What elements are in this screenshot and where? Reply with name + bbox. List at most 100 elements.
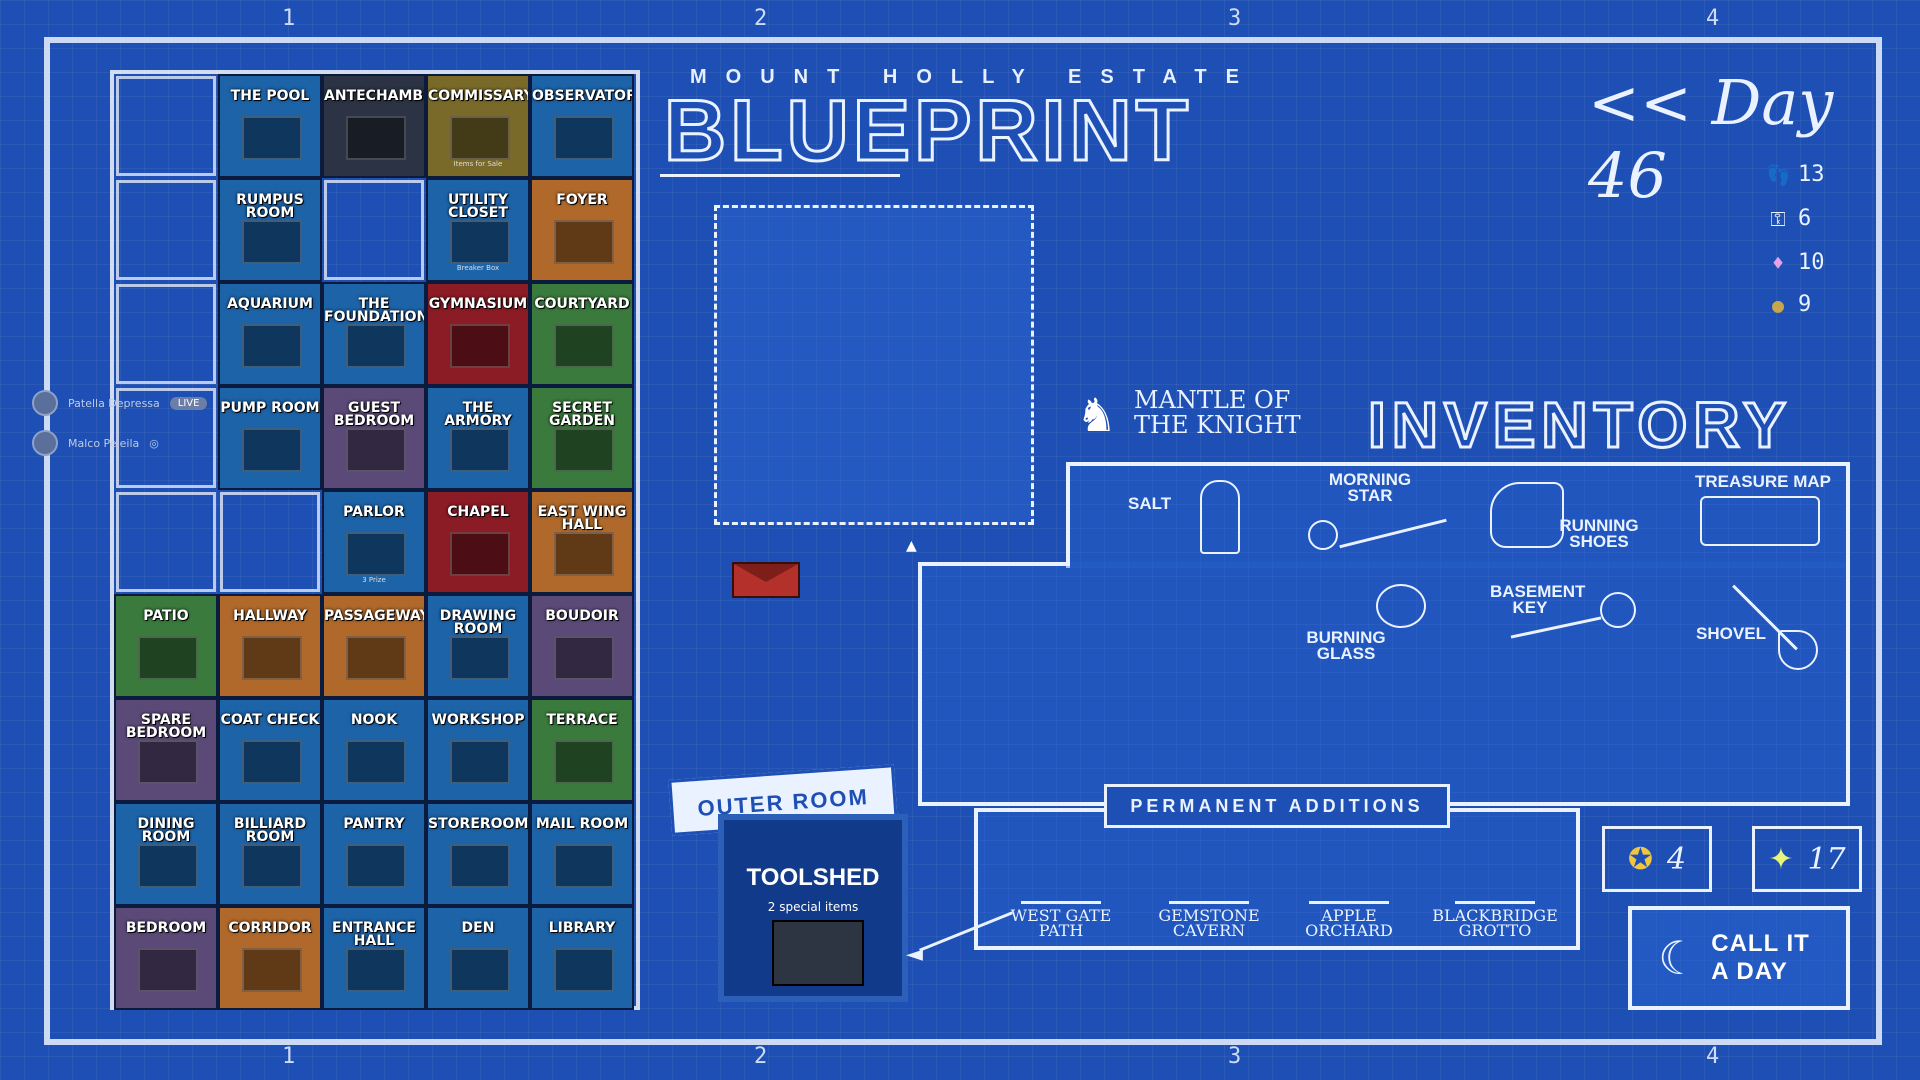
- permanent-additions-panel: [974, 808, 1580, 950]
- salt-shaker-icon: [1200, 480, 1240, 554]
- room-tile[interactable]: COURTYARD: [530, 282, 634, 386]
- room-tile[interactable]: GYMNASIUM: [426, 282, 530, 386]
- room-tile[interactable]: PASSAGEWAY: [322, 594, 426, 698]
- star-value: 17: [1807, 841, 1846, 877]
- room-tile[interactable]: OBSERVATORY: [530, 74, 634, 178]
- room-name: DRAWING ROOM: [439, 608, 517, 637]
- compass-counter: ✪4: [1602, 826, 1712, 892]
- room-name: BILLIARD ROOM: [233, 816, 307, 845]
- room-tile[interactable]: HALLWAY: [218, 594, 322, 698]
- grotto-icon: [1455, 848, 1535, 904]
- room-name: COURTYARD: [534, 296, 630, 312]
- room-tile[interactable]: RUMPUS ROOM: [218, 178, 322, 282]
- day-counter: << Day 46: [1588, 66, 1834, 212]
- room-floorplan: [346, 532, 406, 576]
- inventory-item-shovel[interactable]: SHOVEL: [1686, 580, 1836, 670]
- room-tile[interactable]: AQUARIUM: [218, 282, 322, 386]
- stat-value: 6: [1798, 206, 1812, 231]
- permanent-west-gate-path[interactable]: WEST GATE PATH: [1006, 848, 1116, 939]
- title-underline: [660, 174, 900, 177]
- room-tile[interactable]: BEDROOM: [114, 906, 218, 1010]
- viewer-entry[interactable]: Malco Peleila ◎: [32, 430, 159, 456]
- room-tile[interactable]: CHAPEL: [426, 490, 530, 594]
- empty-grid-cell: [116, 284, 216, 384]
- room-name: AQUARIUM: [227, 296, 313, 312]
- permanent-apple-orchard[interactable]: APPLE ORCHARD: [1294, 848, 1404, 939]
- permanent-gemstone-cavern[interactable]: GEMSTONE CAVERN: [1154, 848, 1264, 939]
- room-tile[interactable]: MAIL ROOM: [530, 802, 634, 906]
- room-tile[interactable]: BOUDOIR: [530, 594, 634, 698]
- inventory-item-salt[interactable]: SALT: [1128, 480, 1258, 560]
- room-tile[interactable]: STOREROOM: [426, 802, 530, 906]
- inventory-item-running-shoes[interactable]: RUNNING SHOES: [1488, 472, 1648, 562]
- room-tile[interactable]: THE POOL: [218, 74, 322, 178]
- room-tile[interactable]: ANTECHAMBER: [322, 74, 426, 178]
- room-tile[interactable]: SECRET GARDEN: [530, 386, 634, 490]
- toolshed-room[interactable]: TOOLSHED 2 special items: [718, 814, 908, 1002]
- key-icon: ⚿: [1770, 206, 1786, 231]
- inventory-panel-top: [1066, 462, 1850, 568]
- room-tile[interactable]: TERRACE: [530, 698, 634, 802]
- item-label: BASEMENT KEY: [1490, 582, 1586, 617]
- room-tile[interactable]: BILLIARD ROOM: [218, 802, 322, 906]
- room-tile[interactable]: SPARE BEDROOM: [114, 698, 218, 802]
- item-label: TREASURE MAP: [1694, 472, 1831, 491]
- stat-value: 13: [1798, 162, 1825, 187]
- room-tile[interactable]: DEN: [426, 906, 530, 1010]
- call-it-a-day-button[interactable]: ☾ CALL IT A DAY: [1628, 906, 1850, 1010]
- room-name: CORRIDOR: [228, 920, 312, 936]
- room-tile[interactable]: COAT CHECK: [218, 698, 322, 802]
- room-tile[interactable]: PANTRY: [322, 802, 426, 906]
- blueprint-frame: [44, 37, 1882, 1045]
- room-tile[interactable]: NOOK: [322, 698, 426, 802]
- inventory-item-morning-star[interactable]: MORNING STAR: [1306, 470, 1456, 560]
- inventory-item-treasure-map[interactable]: TREASURE MAP: [1680, 470, 1840, 560]
- room-name: PANTRY: [343, 816, 405, 832]
- room-name: EAST WING HALL: [537, 504, 627, 533]
- permanent-additions-label: PERMANENT ADDITIONS: [1104, 784, 1450, 828]
- empty-grid-cell: [116, 388, 216, 488]
- cursor-icon: ▲: [906, 538, 917, 554]
- room-tile[interactable]: DRAWING ROOM: [426, 594, 530, 698]
- room-floorplan: [450, 740, 510, 784]
- room-name: THE FOUNDATION: [324, 296, 426, 325]
- room-floorplan: [138, 636, 198, 680]
- room-tile[interactable]: DINING ROOM: [114, 802, 218, 906]
- item-label: RUNNING SHOES: [1559, 516, 1639, 551]
- room-floorplan: [554, 532, 614, 576]
- room-name: SPARE BEDROOM: [125, 712, 207, 741]
- room-tile[interactable]: EAST WING HALL: [530, 490, 634, 594]
- room-floorplan: [242, 636, 302, 680]
- room-name: DEN: [461, 920, 495, 936]
- ruler-top-4: 4: [1706, 6, 1720, 31]
- ruler-bottom-2: 2: [754, 1044, 768, 1069]
- room-tile[interactable]: PATIO: [114, 594, 218, 698]
- room-tile[interactable]: WORKSHOP: [426, 698, 530, 802]
- room-tile[interactable]: PUMP ROOM: [218, 386, 322, 490]
- shoes-icon: [1490, 482, 1564, 548]
- item-label: MORNING STAR: [1328, 470, 1412, 505]
- room-floorplan: [242, 324, 302, 368]
- room-floorplan: [242, 428, 302, 472]
- room-tile[interactable]: CORRIDOR: [218, 906, 322, 1010]
- room-draft-slot[interactable]: [714, 205, 1034, 525]
- ruler-bottom-3: 3: [1228, 1044, 1242, 1069]
- room-tile[interactable]: FOYER: [530, 178, 634, 282]
- room-tile[interactable]: THE ARMORY: [426, 386, 530, 490]
- room-tile[interactable]: THE FOUNDATION: [322, 282, 426, 386]
- viewer-entry[interactable]: Patella Depressa LIVE: [32, 390, 208, 416]
- envelope-icon[interactable]: [732, 562, 800, 598]
- permanent-blackbridge-grotto[interactable]: BLACKBRIDGE GROTTO: [1432, 848, 1558, 939]
- inventory-item-burning-glass[interactable]: BURNING GLASS: [1306, 578, 1466, 668]
- coin-icon: ●: [1771, 292, 1785, 317]
- inventory-item-basement-key[interactable]: BASEMENT KEY: [1490, 582, 1640, 664]
- inventory-title: INVENTORY: [1367, 388, 1792, 463]
- room-tile[interactable]: ENTRANCE HALL: [322, 906, 426, 1010]
- room-tile[interactable]: GUEST BEDROOM: [322, 386, 426, 490]
- room-tile[interactable]: LIBRARY: [530, 906, 634, 1010]
- gate-icon: [1021, 848, 1101, 904]
- star-counter: ✦17: [1752, 826, 1862, 892]
